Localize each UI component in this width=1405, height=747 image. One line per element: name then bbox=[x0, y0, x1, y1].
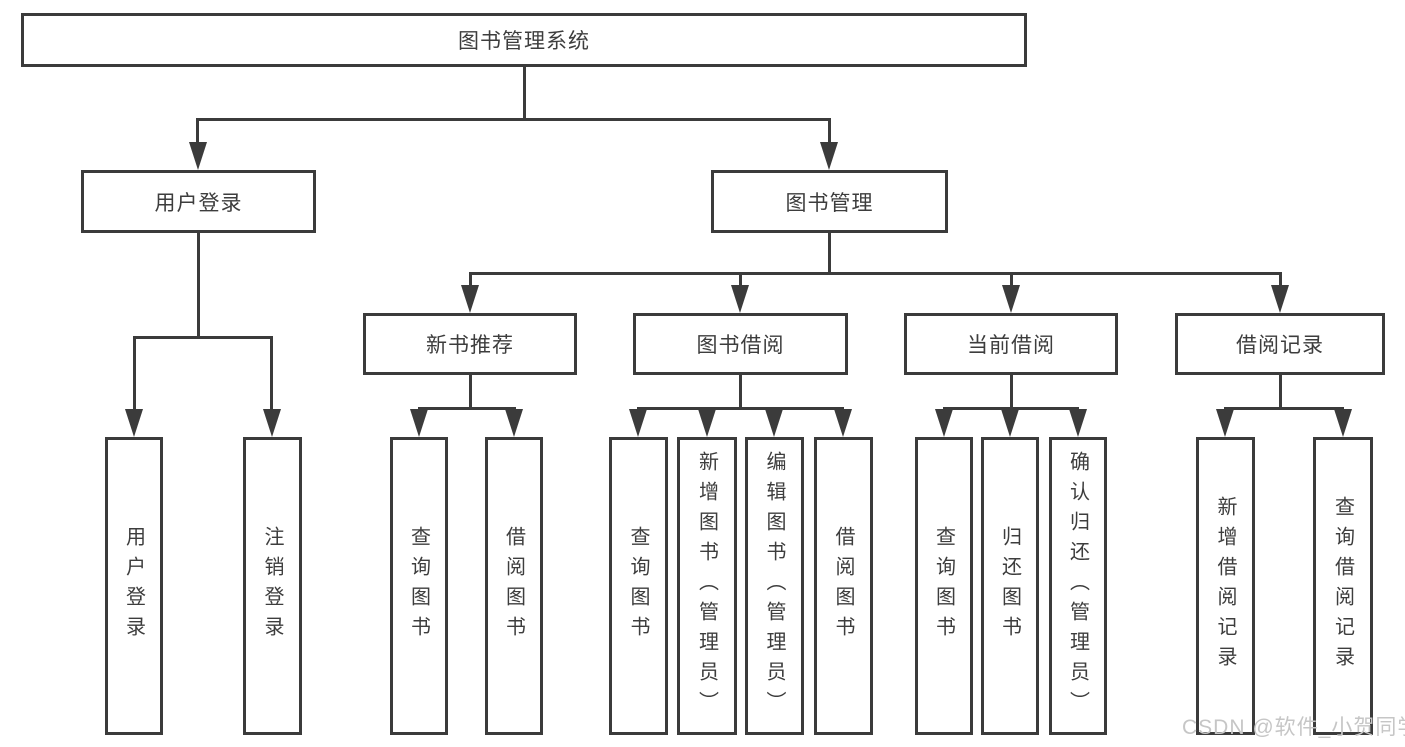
arrow-down-icon bbox=[125, 409, 143, 437]
node-borrowing-records: 借阅记录 bbox=[1175, 313, 1385, 375]
arrow-down-icon bbox=[834, 409, 852, 437]
arrow-down-icon bbox=[629, 409, 647, 437]
leaf-query-borrow-record: 查询借阅记录 bbox=[1313, 437, 1373, 735]
arrow-down-icon bbox=[263, 409, 281, 437]
connector-line bbox=[469, 272, 1282, 275]
node-root-system: 图书管理系统 bbox=[21, 13, 1027, 67]
arrow-down-icon bbox=[1271, 285, 1289, 313]
connector-line bbox=[469, 375, 472, 407]
arrow-down-icon bbox=[731, 285, 749, 313]
arrow-down-icon bbox=[1216, 409, 1234, 437]
connector-line bbox=[523, 67, 526, 118]
leaf-query-books-borrow: 查询图书 bbox=[609, 437, 668, 735]
leaf-add-books-admin: 新增图书（管理员） bbox=[677, 437, 737, 735]
connector-line bbox=[133, 336, 273, 339]
csdn-watermark: CSDN @软件_小贺同学 bbox=[1182, 716, 1405, 739]
connector-line bbox=[943, 407, 1079, 410]
leaf-query-books-current: 查询图书 bbox=[915, 437, 973, 735]
connector-line bbox=[1279, 275, 1282, 285]
leaf-user-login: 用户登录 bbox=[105, 437, 163, 735]
arrow-down-icon bbox=[410, 409, 428, 437]
leaf-edit-books-admin: 编辑图书（管理员） bbox=[745, 437, 804, 735]
arrow-down-icon bbox=[820, 142, 838, 170]
arrow-down-icon bbox=[765, 409, 783, 437]
connector-line bbox=[739, 375, 742, 407]
connector-line bbox=[196, 120, 199, 144]
connector-line bbox=[739, 275, 742, 285]
arrow-down-icon bbox=[189, 142, 207, 170]
node-user-login: 用户登录 bbox=[81, 170, 316, 233]
connector-line bbox=[828, 233, 831, 272]
arrow-down-icon bbox=[1001, 409, 1019, 437]
arrow-down-icon bbox=[1069, 409, 1087, 437]
connector-line bbox=[637, 407, 844, 410]
node-new-book-recommendation: 新书推荐 bbox=[363, 313, 577, 375]
connector-line bbox=[133, 339, 136, 409]
leaf-add-borrow-record: 新增借阅记录 bbox=[1196, 437, 1255, 735]
connector-line bbox=[270, 339, 273, 409]
arrow-down-icon bbox=[1334, 409, 1352, 437]
leaf-borrow-books-recommend: 借阅图书 bbox=[485, 437, 543, 735]
arrow-down-icon bbox=[1002, 285, 1020, 313]
connector-line bbox=[418, 407, 516, 410]
connector-line bbox=[828, 120, 831, 144]
connector-line bbox=[196, 118, 831, 121]
arrow-down-icon bbox=[698, 409, 716, 437]
node-book-management: 图书管理 bbox=[711, 170, 948, 233]
leaf-return-books: 归还图书 bbox=[981, 437, 1039, 735]
connector-line bbox=[1010, 275, 1013, 285]
node-book-borrowing: 图书借阅 bbox=[633, 313, 848, 375]
leaf-borrow-books: 借阅图书 bbox=[814, 437, 873, 735]
leaf-query-books-recommend: 查询图书 bbox=[390, 437, 448, 735]
connector-line bbox=[1279, 375, 1282, 407]
arrow-down-icon bbox=[505, 409, 523, 437]
arrow-down-icon bbox=[935, 409, 953, 437]
connector-line bbox=[469, 275, 472, 285]
leaf-logout: 注销登录 bbox=[243, 437, 302, 735]
leaf-confirm-return-admin: 确认归还（管理员） bbox=[1049, 437, 1107, 735]
connector-line bbox=[1224, 407, 1344, 410]
connector-line bbox=[197, 233, 200, 336]
connector-line bbox=[1010, 375, 1013, 407]
arrow-down-icon bbox=[461, 285, 479, 313]
node-current-borrowing: 当前借阅 bbox=[904, 313, 1118, 375]
